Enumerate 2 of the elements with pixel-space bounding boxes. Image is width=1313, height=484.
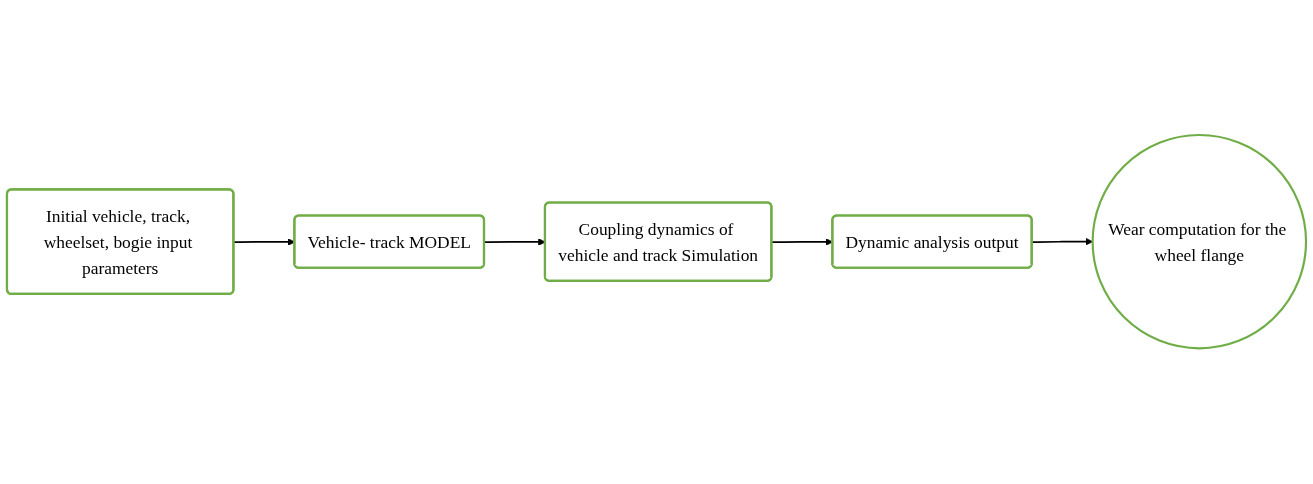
arrow [1031,238,1093,246]
node-circle: Wear computation for the wheel flange [1091,134,1308,350]
